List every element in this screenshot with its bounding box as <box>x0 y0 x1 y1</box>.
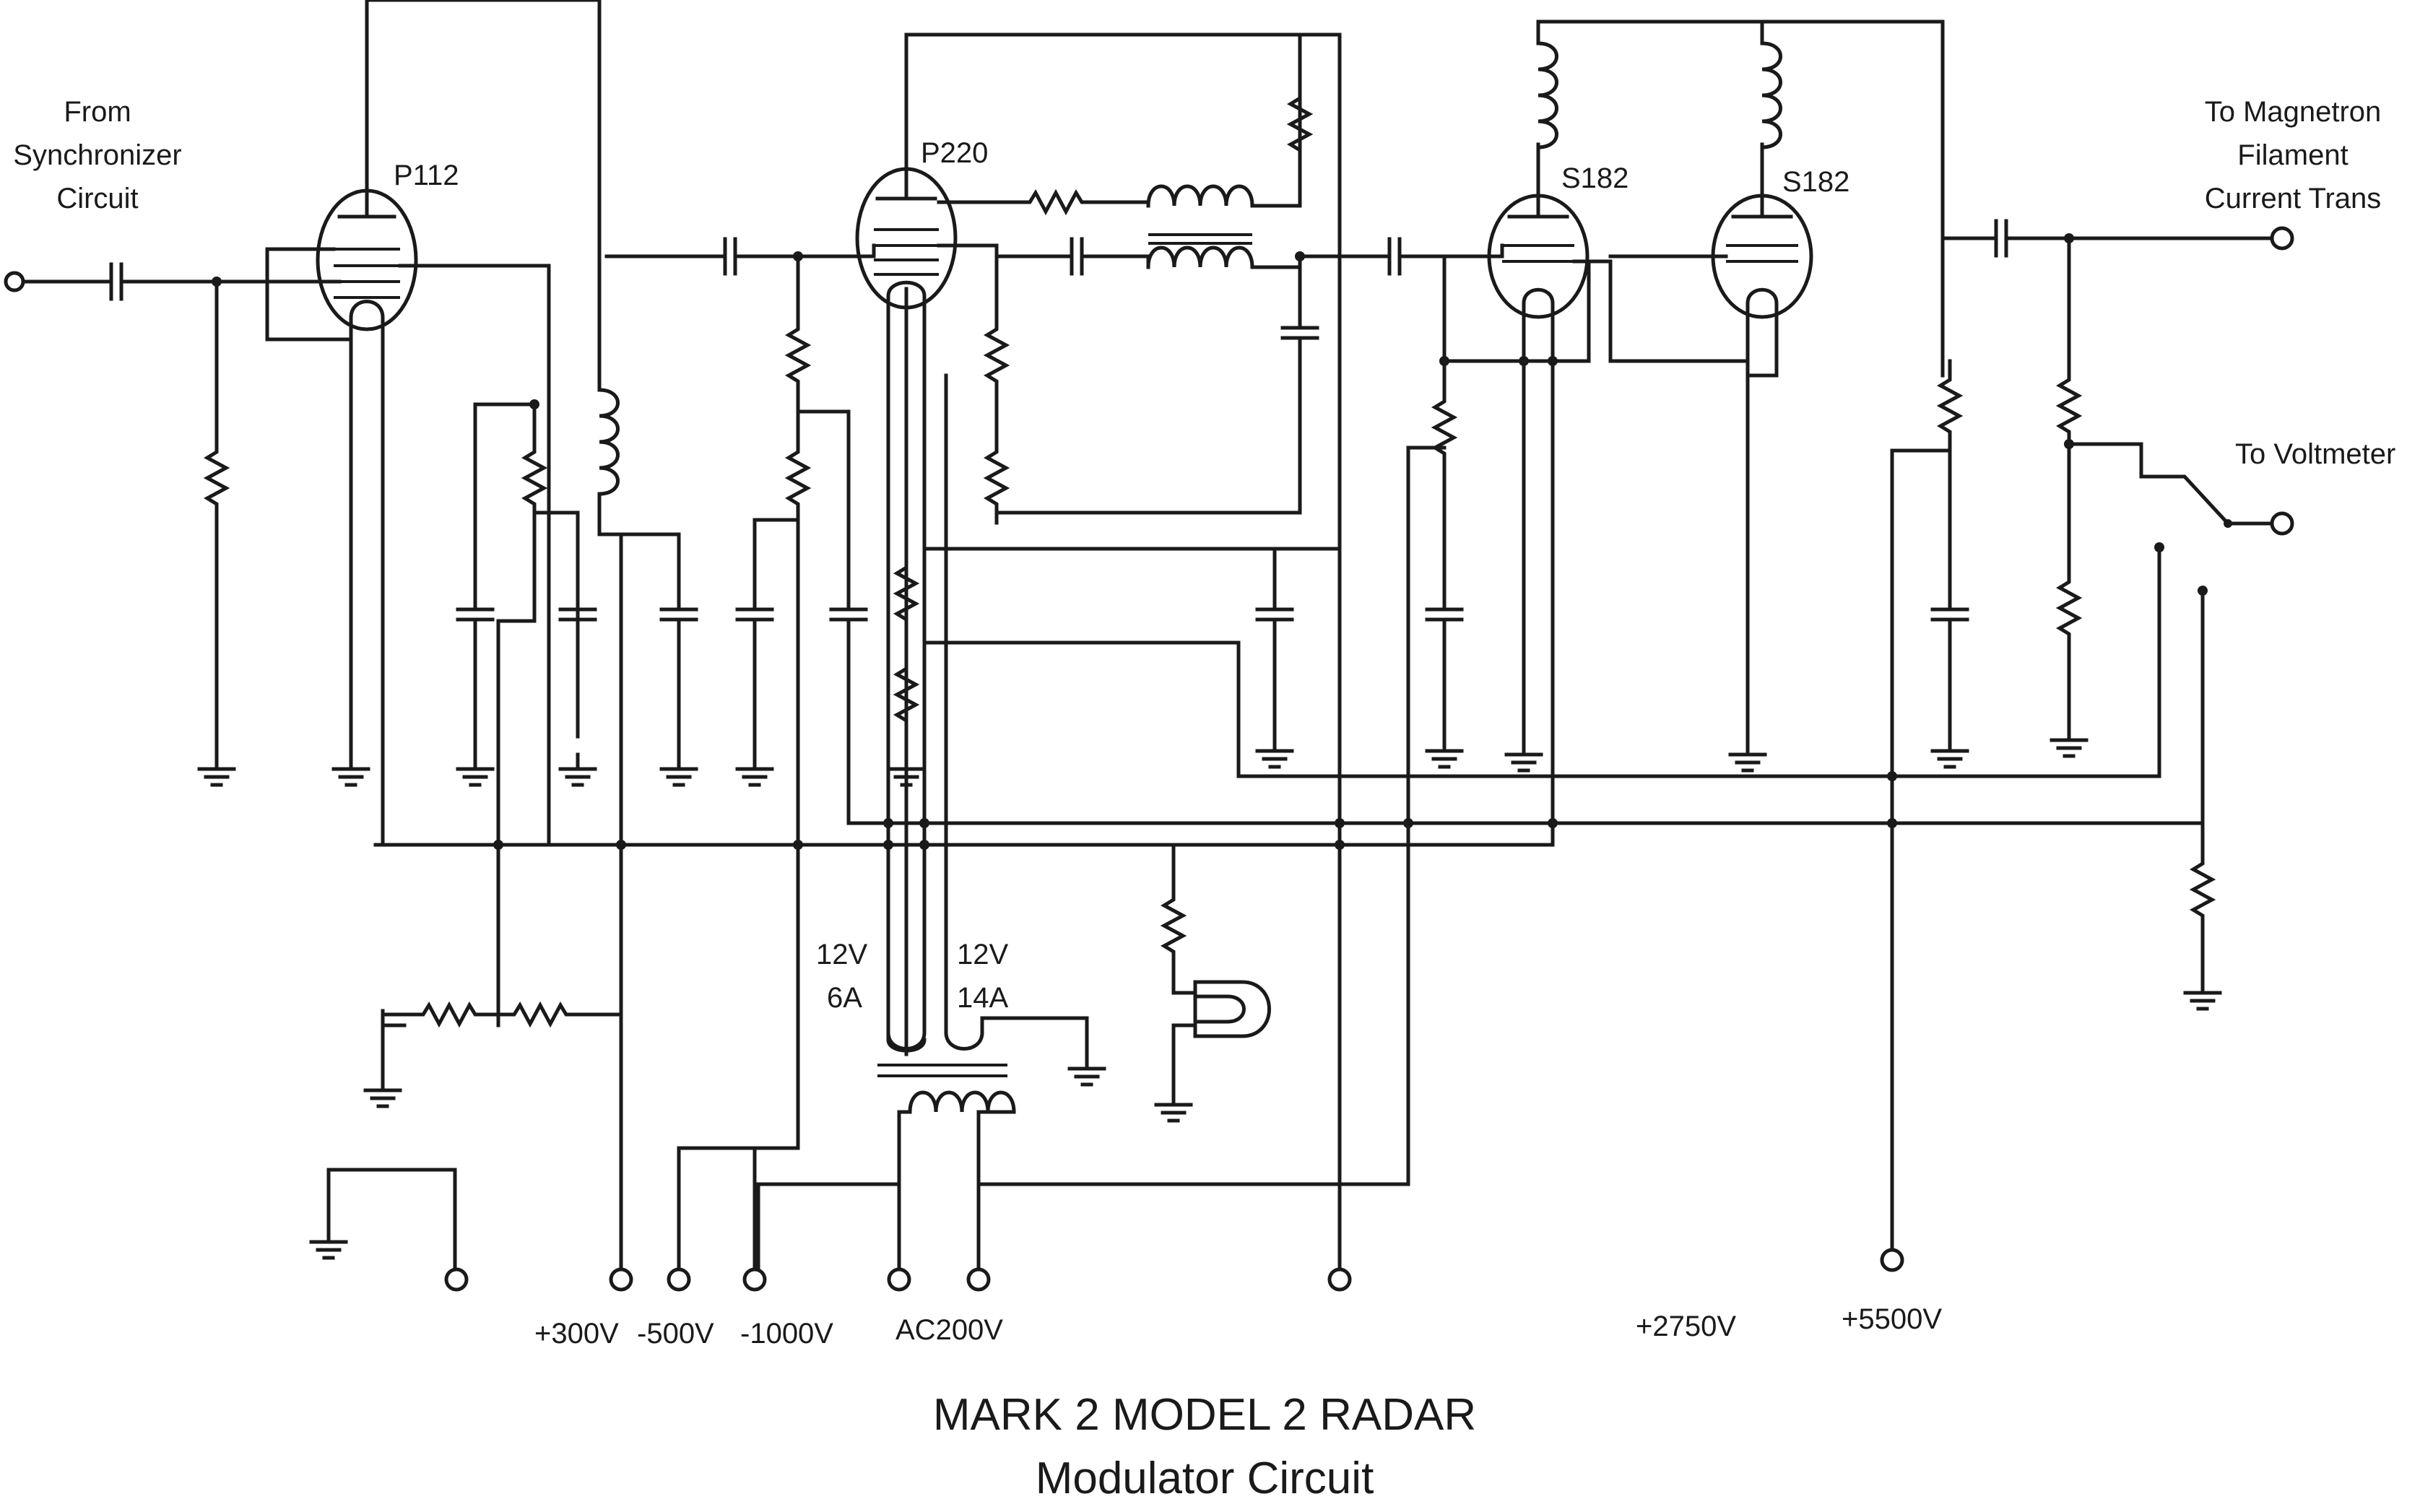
output-coupling-capacitor <box>1964 221 2038 256</box>
junction-dots <box>212 233 2074 850</box>
resistor <box>789 433 807 523</box>
ground-icon <box>1933 737 1967 767</box>
ground-icon <box>2052 726 2086 756</box>
tube-label-p112: P112 <box>394 160 459 191</box>
supply-label-2750v: +2750V <box>1636 1311 1736 1342</box>
bypass-capacitor <box>737 578 772 651</box>
bias-resistor <box>495 1005 585 1024</box>
voltmeter-divider-resistor <box>2060 563 2078 653</box>
plate-resistor <box>1011 193 1101 212</box>
magnetron-label-line3: Current Trans <box>2205 183 2382 214</box>
tube-label-s182-b: S182 <box>1782 166 1849 198</box>
ground-icon <box>1156 1090 1191 1121</box>
tube-s182-b <box>1711 142 1813 327</box>
ground-icon <box>311 1228 346 1258</box>
filament-bus <box>381 337 1555 847</box>
supply-terminals <box>444 843 1904 1292</box>
input-label-line3: Circuit <box>56 183 138 214</box>
ground-icon <box>334 755 368 785</box>
voltmeter-output-terminal <box>2224 511 2294 536</box>
magnetron-label-line1: To Magnetron <box>2205 96 2382 128</box>
bypass-capacitor <box>1427 578 1462 651</box>
magnetron-output-terminal <box>2237 226 2294 251</box>
ground-icon <box>1730 740 1765 770</box>
ground-icon <box>1506 740 1541 770</box>
magnetron-label-line2: Filament <box>2237 139 2348 171</box>
ground-icon <box>458 755 493 785</box>
diagram-subtitle: Modulator Circuit <box>1036 1454 1374 1503</box>
tube-p220 <box>855 32 1342 551</box>
pilot-lamp <box>1164 843 1271 1092</box>
supply-label-1000v: -1000V <box>740 1318 833 1350</box>
input-label-line2: Synchronizer <box>13 139 181 171</box>
ground-icon <box>199 755 234 785</box>
supply-label-300v: +300V <box>534 1318 619 1350</box>
filament-transformer <box>877 373 1089 1273</box>
tube-p112 <box>265 0 602 847</box>
bypass-capacitor <box>831 578 866 651</box>
grid-resistor <box>987 433 1006 523</box>
screen-resistor <box>525 433 544 523</box>
grid-resistor <box>987 310 1006 400</box>
plate-coil <box>599 390 618 494</box>
grid-coupling-capacitor <box>1358 239 1431 274</box>
s182-plate-choke <box>1762 43 1781 147</box>
ground-icon <box>560 755 595 785</box>
voltmeter-divider-resistor <box>2060 361 2078 451</box>
input-label-line1: From <box>64 96 131 128</box>
s182-plate-choke <box>1538 43 1557 147</box>
ground-icon <box>737 755 772 785</box>
ground-icon <box>662 755 696 785</box>
bypass-capacitor <box>1257 578 1292 651</box>
supply-label-5500v: +5500V <box>1842 1303 1942 1335</box>
hv-capacitor <box>1933 578 1967 651</box>
ground-icon <box>1427 737 1462 767</box>
tube-label-s182-a: S182 <box>1561 162 1628 194</box>
input-terminal <box>4 271 82 292</box>
tube-label-p220: P220 <box>921 137 988 169</box>
bias-resistor <box>404 1005 494 1024</box>
ground-icon <box>365 1076 400 1106</box>
grid-resistor <box>1435 383 1454 472</box>
left-winding-current: 6A <box>827 982 862 1014</box>
resistor <box>789 310 807 400</box>
capacitor <box>1283 296 1317 370</box>
diagram-title: MARK 2 MODEL 2 RADAR <box>933 1390 1476 1440</box>
right-winding-current: 14A <box>957 982 1008 1014</box>
s182-a-cathode-wires <box>1522 323 1555 847</box>
supply-label-500v: -500V <box>637 1318 714 1350</box>
input-coupling-capacitor <box>79 264 153 299</box>
coupling-capacitor <box>693 239 767 274</box>
bypass-capacitor <box>662 578 696 651</box>
ground-icon <box>2185 978 2220 1009</box>
supply-label-ac200v: AC200V <box>895 1314 1003 1346</box>
pulse-transformer-secondary <box>1148 248 1252 267</box>
left-winding-voltage: 12V <box>816 939 867 970</box>
grid-leak-resistor <box>207 433 226 523</box>
screen-bypass-capacitor <box>458 578 493 651</box>
right-winding-voltage: 12V <box>957 939 1008 970</box>
ground-icon <box>1257 737 1292 767</box>
coupling-capacitor <box>1040 239 1114 274</box>
tube-s182-a <box>1487 142 1590 327</box>
ground-icon <box>1070 1054 1104 1085</box>
pulse-transformer-primary <box>1148 186 1252 206</box>
voltmeter-label: To Voltmeter <box>2235 438 2395 470</box>
meter-shunt-resistor <box>2193 845 2212 934</box>
